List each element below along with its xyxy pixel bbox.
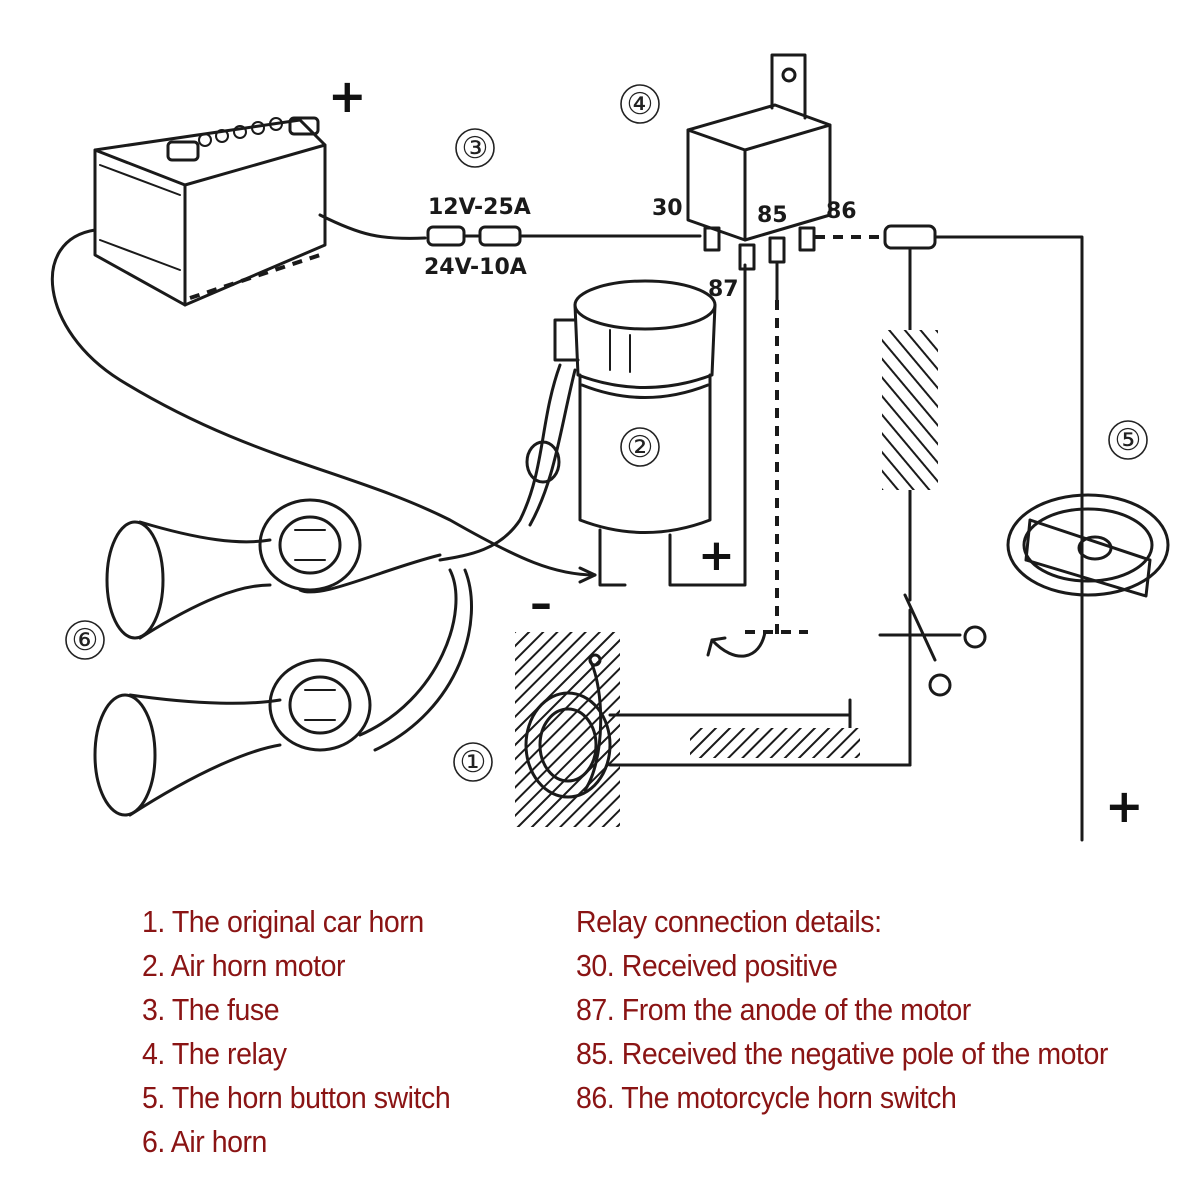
battery bbox=[93, 116, 327, 307]
legend-item-original-car-horn: 1. The original car horn bbox=[142, 904, 424, 939]
air-horn-upper bbox=[105, 498, 362, 640]
battery-positive-sign: + bbox=[328, 69, 367, 123]
marker-3: ③ bbox=[455, 128, 495, 168]
air-horn-motor bbox=[553, 263, 747, 587]
svg-text:①: ① bbox=[460, 745, 487, 780]
relay-detail-30: 30. Received positive bbox=[576, 948, 838, 983]
fuse-rating-12v: 12V-25A bbox=[428, 195, 531, 220]
relay-pin-86: 86 bbox=[826, 199, 857, 224]
relay-detail-85: 85. Received the negative pole of the mo… bbox=[576, 1036, 1108, 1071]
wire-connector bbox=[883, 224, 937, 250]
marker-4: ④ bbox=[620, 84, 660, 124]
svg-text:⑤: ⑤ bbox=[1115, 423, 1142, 458]
svg-text:④: ④ bbox=[627, 87, 654, 122]
marker-2: ② bbox=[620, 427, 660, 467]
marker-1: ① bbox=[453, 742, 493, 782]
motor-negative-sign: – bbox=[530, 578, 552, 629]
svg-text:③: ③ bbox=[462, 131, 489, 166]
air-horn-lower bbox=[93, 658, 372, 817]
relay-pin-85: 85 bbox=[757, 203, 788, 228]
legend-item-horn-button-switch: 5. The horn button switch bbox=[142, 1080, 451, 1115]
fuse-rating-24v: 24V-10A bbox=[424, 255, 527, 280]
legend-item-air-horn: 6. Air horn bbox=[142, 1124, 267, 1159]
legend-item-fuse: 3. The fuse bbox=[142, 992, 280, 1027]
relay-connection-legend: Relay connection details: 30. Received p… bbox=[576, 900, 1108, 1120]
component-legend: 1. The original car horn 2. Air horn mot… bbox=[142, 900, 451, 1164]
motor-positive-sign: + bbox=[698, 530, 735, 581]
legend-item-air-horn-motor: 2. Air horn motor bbox=[142, 948, 346, 983]
relay-pin-30: 30 bbox=[652, 196, 683, 221]
switch-positive-sign: + bbox=[1105, 779, 1144, 833]
svg-text:②: ② bbox=[627, 430, 654, 465]
original-car-horn bbox=[515, 632, 912, 827]
horn-switch-scissor bbox=[878, 593, 987, 767]
relay-details-title: Relay connection details: bbox=[576, 904, 882, 939]
legend-item-relay: 4. The relay bbox=[142, 1036, 287, 1071]
fuse bbox=[318, 213, 702, 247]
marker-6: ⑥ bbox=[65, 620, 105, 660]
relay bbox=[686, 53, 832, 271]
relay-detail-87: 87. From the anode of the motor bbox=[576, 992, 971, 1027]
marker-5: ⑤ bbox=[1108, 420, 1148, 460]
svg-text:⑥: ⑥ bbox=[72, 623, 99, 658]
relay-detail-86: 86. The motorcycle horn switch bbox=[576, 1080, 957, 1115]
horn-button-switch bbox=[1006, 493, 1170, 598]
